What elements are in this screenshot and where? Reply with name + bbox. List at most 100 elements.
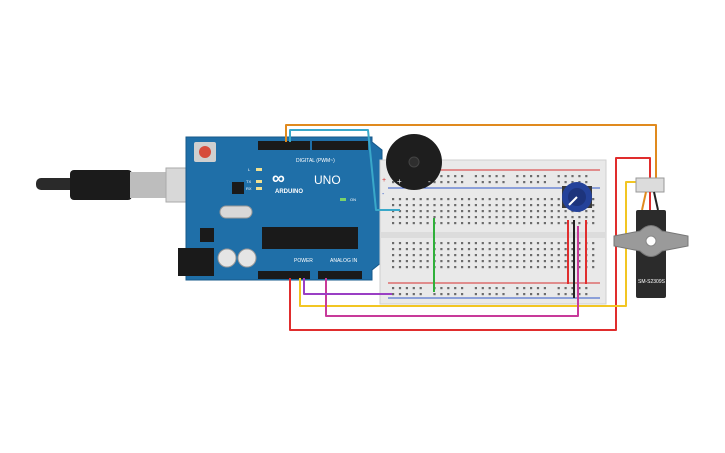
breadboard-hole [474,254,477,257]
on-led [340,198,346,201]
breadboard-hole [571,254,574,257]
breadboard-hole [419,287,422,290]
breadboard-hole [530,222,533,225]
breadboard-hole [536,175,540,178]
breadboard-hole [502,266,505,269]
digital-pwm-label: DIGITAL (PWM~) [296,158,335,164]
rx-led [256,187,262,190]
breadboard-hole [516,175,519,178]
breadboard-hole [592,248,595,251]
breadboard-hole [461,181,464,184]
breadboard-hole [392,210,395,213]
breadboard-hole [419,222,422,225]
crystal-oscillator [219,205,253,219]
breadboard-hole [412,266,415,269]
breadboard-hole [543,216,546,219]
breadboard-hole [585,287,588,290]
tx-led-label: TX [246,179,251,184]
breadboard-hole [447,248,450,251]
servo-model-label: SM-S2309S [638,279,666,285]
breadboard-hole [502,248,505,251]
breadboard-hole [440,266,443,269]
breadboard-hole [592,222,595,225]
breadboard-hole [578,248,581,251]
breadboard-hole [557,222,560,225]
breadboard-hole [516,287,519,290]
breadboard-hole [467,260,471,263]
voltage-regulator [200,228,214,242]
breadboard-hole [461,204,464,207]
breadboard-hole [543,254,546,257]
breadboard-hole [550,198,553,201]
rail-plus-label: + [382,177,386,184]
breadboard-hole [412,287,415,290]
capacitor-left [217,248,237,268]
breadboard-hole [433,204,436,207]
breadboard-hole [440,175,443,178]
breadboard-hole [516,260,519,263]
breadboard-hole [474,181,477,184]
breadboard-hole [523,222,526,225]
breadboard-hole [419,198,422,201]
breadboard-hole [426,198,429,201]
breadboard-hole [433,198,436,201]
breadboard-hole [447,254,450,257]
breadboard-hole [454,175,457,178]
l-led-label: L [248,167,251,172]
breadboard-hole [536,198,540,201]
breadboard-hole [426,216,429,219]
breadboard-hole [488,287,491,290]
breadboard-hole [412,216,415,219]
breadboard-hole [509,260,512,263]
breadboard-hole [495,266,498,269]
breadboard-hole [440,254,443,257]
breadboard-hole [481,204,484,207]
breadboard-hole [564,210,567,213]
breadboard-hole [571,242,574,245]
power-header [258,271,310,279]
potentiometer [562,182,592,212]
breadboard-hole [516,181,519,184]
breadboard-hole [440,248,443,251]
breadboard-hole [578,242,581,245]
breadboard-hole [488,181,491,184]
breadboard-hole [392,222,395,225]
breadboard-hole [398,266,402,269]
usb-cable [36,167,195,203]
breadboard-hole [447,260,450,263]
breadboard-hole [488,204,491,207]
breadboard-hole [550,216,553,219]
breadboard-hole [543,266,546,269]
breadboard-hole [474,210,477,213]
buzzer-plus-label: + [397,177,402,186]
breadboard-hole [592,260,595,263]
breadboard-hole [426,266,429,269]
breadboard-hole [502,204,505,207]
breadboard-hole [405,254,408,257]
breadboard-hole [592,216,595,219]
breadboard-hole [571,175,574,178]
breadboard-hole [461,287,464,290]
breadboard-hole [564,266,567,269]
breadboard-hole [474,248,477,251]
breadboard-hole [585,181,588,184]
breadboard-hole [536,293,540,296]
breadboard-hole [585,216,588,219]
breadboard-hole [426,248,429,251]
breadboard-hole [405,266,408,269]
breadboard-hole [543,204,546,207]
breadboard-hole [398,248,402,251]
breadboard-hole [536,210,540,213]
breadboard-hole [592,266,595,269]
breadboard-hole [543,248,546,251]
breadboard-hole [392,242,395,245]
breadboard-hole [530,254,533,257]
breadboard-hole [592,254,595,257]
breadboard-hole [502,210,505,213]
breadboard-hole [433,181,436,184]
breadboard-hole [550,260,553,263]
breadboard-hole [461,266,464,269]
breadboard-hole [488,248,491,251]
purple-wire [303,278,392,295]
